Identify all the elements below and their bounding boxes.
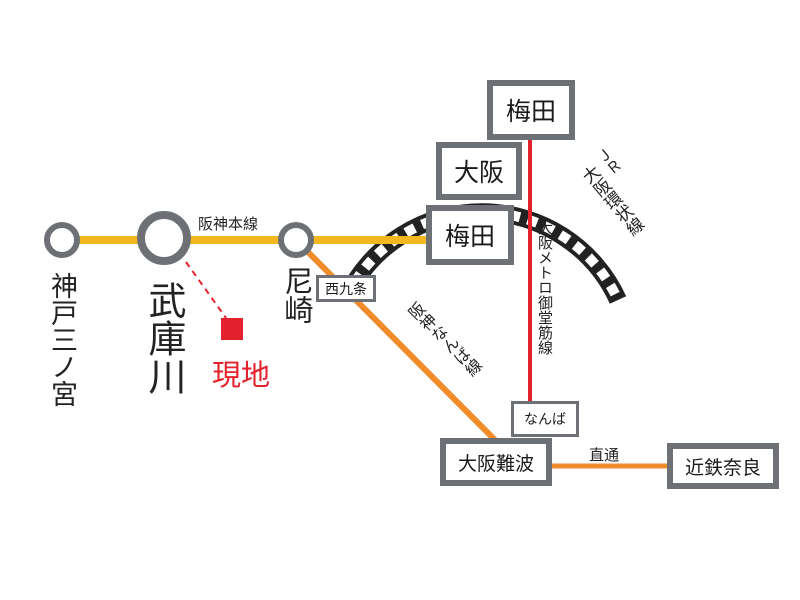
station-label-amagasaki: 尼崎 (280, 266, 314, 324)
station-box-osaka-jr: 大阪 (436, 142, 522, 200)
station-label-sannomiya: 神戸三ノ宮 (46, 272, 77, 407)
site-pointer (185, 261, 227, 319)
site-label: 現地 (212, 358, 271, 392)
line-label-direct: 直通 (589, 446, 620, 464)
station-box-umeda-hanshin: 梅田 (426, 205, 514, 265)
station-label-mukogawa: 武庫川 (142, 281, 186, 395)
station-circle-sannomiya (44, 222, 80, 258)
hanshin-namba-line (293, 237, 498, 443)
station-box-nishikujo: 西九条 (316, 275, 376, 302)
station-box-osaka-namba: 大阪難波 (440, 438, 552, 486)
line-label-midosuji: 大阪メトロ御堂筋線 (536, 220, 554, 355)
station-box-umeda-metro: 梅田 (487, 80, 575, 140)
station-circle-amagasaki (278, 222, 314, 258)
line-label-hanshin-main: 阪神本線 (198, 215, 259, 233)
station-box-kintetsu-nara: 近鉄奈良 (667, 443, 779, 489)
site-marker (221, 318, 243, 340)
station-circle-mukogawa (137, 211, 191, 265)
station-box-namba-metro: なんば (511, 401, 579, 437)
